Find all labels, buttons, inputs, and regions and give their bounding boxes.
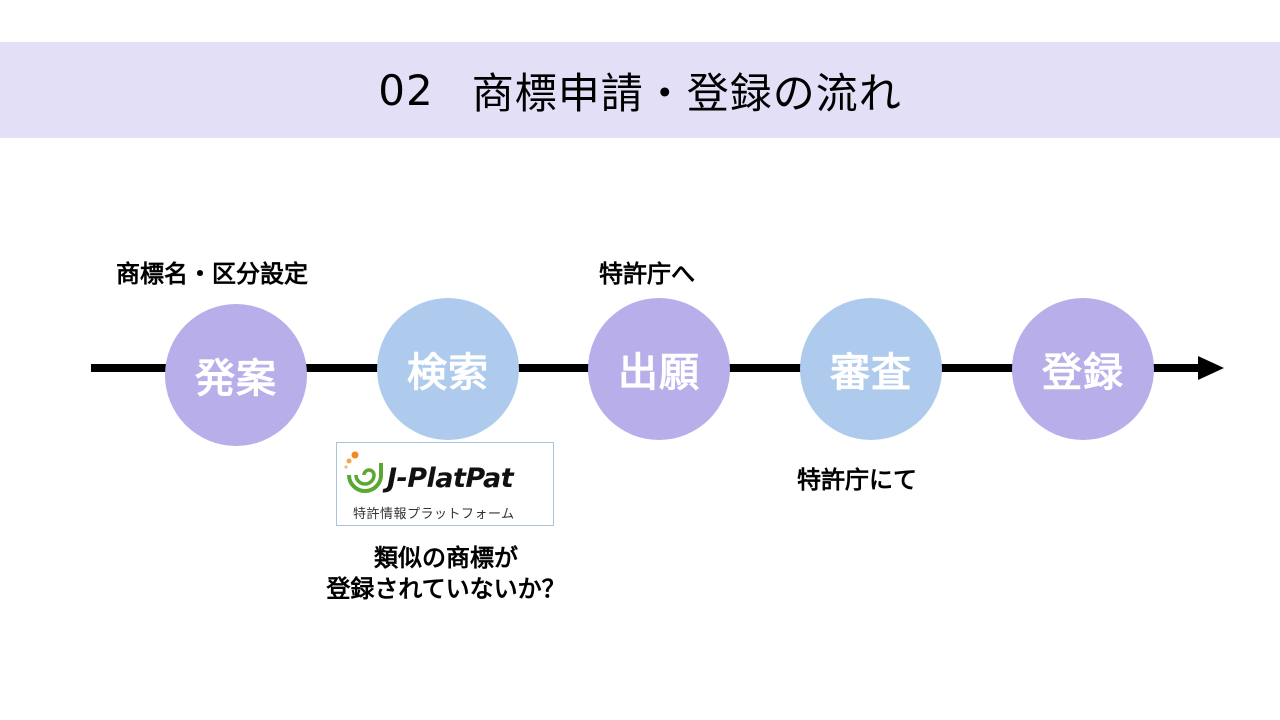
step-registration: 登録 — [1012, 298, 1154, 440]
annotation-to-jpo: 特許庁へ — [599, 260, 695, 288]
step-application: 出願 — [588, 298, 730, 440]
jplatpat-logo: J-PlatPat 特許情報プラットフォーム — [336, 442, 554, 526]
title-banner — [0, 42, 1280, 138]
step-label: 発案 — [195, 356, 277, 402]
step-search: 検索 — [377, 298, 519, 440]
title-text: 商標申請・登録の流れ — [471, 68, 902, 118]
page-title: 02 商標申請・登録の流れ — [0, 42, 1280, 138]
step-label: 出願 — [618, 350, 700, 396]
annotation-naming: 商標名・区分設定 — [116, 260, 308, 288]
jplatpat-swirl-icon — [344, 451, 383, 493]
step-label: 審査 — [830, 350, 912, 396]
logo-subtitle: 特許情報プラットフォーム — [353, 507, 515, 522]
annotation-at-jpo: 特許庁にて — [797, 466, 917, 494]
annotation-similar-line1: 類似の商標が — [374, 544, 518, 572]
arrow-right-icon — [1198, 356, 1224, 380]
section-number: 02 — [378, 65, 434, 115]
step-examination: 審査 — [800, 298, 942, 440]
logo-brand-text: J-PlatPat — [387, 463, 514, 494]
step-label: 検索 — [407, 350, 489, 396]
step-proposal: 発案 — [165, 304, 307, 446]
step-label: 登録 — [1042, 350, 1124, 396]
annotation-similar-line2: 登録されていないか？ — [326, 575, 566, 603]
